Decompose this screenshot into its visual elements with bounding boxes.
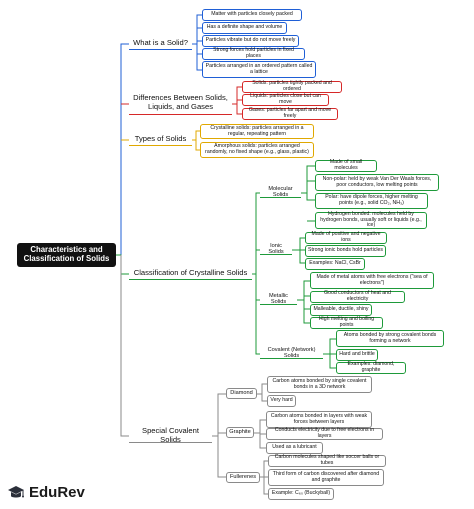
what-is-solid-item: Particles vibrate but do not move freely [202,35,299,47]
graphite-item: Carbon atoms bonded in layers with weak … [266,411,372,428]
root-node: Characteristics and Classification of So… [17,243,116,267]
types-node: Types of Solids [129,133,192,146]
metallic-item: Good conductors of heat and electricity [310,290,405,303]
what-is-solid-item: Has a definite shape and volume [202,22,287,34]
types-item: Amorphous solids: particles arranged ran… [200,142,314,158]
fullerenes-item: Third form of carbon discovered after di… [268,469,384,486]
diamond-item: Carbon atoms bonded by single covalent b… [267,376,372,393]
ionic-item: Strong ionic bonds hold particles [305,245,386,257]
graphite-item: Used as a lubricant [266,442,323,454]
fullerenes-item: Carbon molecules shaped like soccer ball… [268,454,386,467]
differences-item: Liquids: particles close but can move [242,93,329,106]
diamond-node: Diamond [226,388,257,399]
graphite-item: Conducts electricity due to free electro… [266,427,383,440]
what-is-solid-item: Particles arranged in an ordered pattern… [202,61,316,78]
what-is-solid-item: Strong forces hold particles in fixed pl… [202,47,305,60]
molecular-item: Made of small molecules [315,159,377,172]
types-item: Crystalline solids: particles arranged i… [200,124,314,139]
special-covalent-node: Special Covalent Solids [129,426,212,444]
graphite-node: Graphite [226,427,254,438]
molecular-item: Hydrogen bonded: molecules held by hydro… [315,211,427,229]
covalent-solids-node: Covalent (Network) Solids [260,347,323,359]
what-is-solid-item: Matter with particles closely packed [202,9,302,21]
graduation-cap-icon [8,485,24,497]
covalent-item: Examples: diamond, graphite [336,361,406,374]
metallic-item: High melting and boiling points [310,316,383,329]
ionic-solids-node: Ionic Solids [260,243,292,255]
molecular-item: Polar: have dipole forces, higher meltin… [315,193,428,209]
crystalline-node: Classification of Crystalline Solids [129,267,252,280]
ionic-item: Examples: NaCl, CsBr [305,258,365,270]
fullerenes-item: Example: C₆₀ (Buckyball) [268,488,334,500]
differences-item: Gases: particles far apart and move free… [242,107,338,120]
molecular-solids-node: Molecular Solids [260,186,301,198]
metallic-item: Malleable, ductile, shiny [310,304,372,316]
differences-item: Solids: particles tightly packed and ord… [242,80,342,93]
ionic-item: Made of positive and negative ions [305,231,387,244]
covalent-item: Hard and brittle [336,349,378,361]
what-is-solid-node: What is a Solid? [129,37,192,50]
differences-node: Differences Between Solids, Liquids, and… [129,91,232,115]
brand-name: EduRev [29,484,85,501]
edurev-logo: EduRev [7,484,85,501]
diamond-item: Very hard [267,395,296,407]
metallic-item: Made of metal atoms with free electrons … [310,272,434,289]
covalent-item: Atoms bonded by strong covalent bonds fo… [336,330,444,347]
molecular-item: Non-polar: held by weak Van Der Waals fo… [315,174,439,191]
fullerenes-node: Fullerenes [226,472,260,483]
metallic-solids-node: Metallic Solids [260,293,297,305]
